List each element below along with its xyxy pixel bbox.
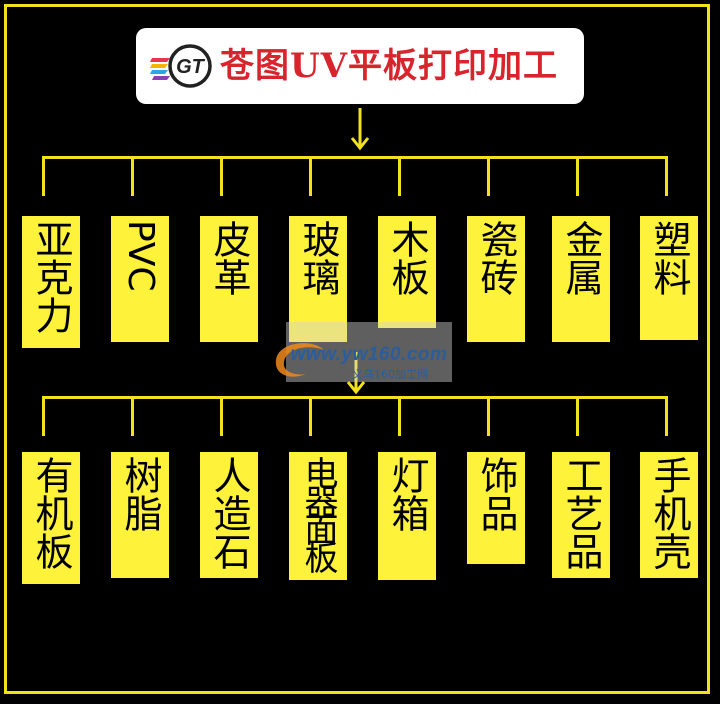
down-arrow-icon — [350, 108, 370, 151]
row2-tick — [398, 396, 401, 436]
row2-bus-line — [42, 396, 668, 399]
watermark: www.yw160.com 义乌160加工网 — [275, 322, 452, 382]
title-banner: GT 苍图UV平板打印加工 — [136, 28, 584, 104]
product-card-accessories: 饰品 — [467, 452, 525, 564]
product-card-appliance-panel: 电器面板 — [289, 452, 347, 580]
row1-tick — [220, 156, 223, 196]
row1-tick — [487, 156, 490, 196]
watermark-url: www.yw160.com — [290, 344, 448, 365]
row2-tick — [42, 396, 45, 436]
material-card-acrylic: 亚克力 — [22, 216, 80, 348]
outer-frame — [4, 4, 710, 694]
page-title: 苍图UV平板打印加工 — [220, 46, 559, 86]
row2-tick — [309, 396, 312, 436]
row1-tick — [576, 156, 579, 196]
row2-tick — [576, 396, 579, 436]
down-arrow-icon — [346, 352, 366, 395]
product-card-phone-case: 手机壳 — [640, 452, 698, 578]
product-card-artificial-stone: 人造石 — [200, 452, 258, 578]
material-card-plastic: 塑料 — [640, 216, 698, 340]
product-card-handicrafts: 工艺品 — [552, 452, 610, 578]
material-card-pvc: PVC — [111, 216, 169, 342]
row1-tick — [131, 156, 134, 196]
row2-tick — [487, 396, 490, 436]
logo-text: GT — [176, 56, 206, 78]
swoosh-icon — [275, 343, 324, 377]
material-card-metal: 金属 — [552, 216, 610, 342]
product-card-organic-board: 有机板 — [22, 452, 80, 584]
row2-tick — [665, 396, 668, 436]
material-card-wood: 木板 — [378, 216, 436, 328]
row1-tick — [42, 156, 45, 196]
row1-tick — [398, 156, 401, 196]
row1-tick — [309, 156, 312, 196]
material-card-glass: 玻璃 — [289, 216, 347, 342]
watermark-subtitle: 义乌160加工网 — [352, 368, 428, 381]
material-card-leather: 皮革 — [200, 216, 258, 342]
material-card-tile: 瓷砖 — [467, 216, 525, 342]
row2-tick — [220, 396, 223, 436]
row1-bus-line — [42, 156, 668, 159]
product-card-light-box: 灯箱 — [378, 452, 436, 580]
row1-tick — [665, 156, 668, 196]
gt-logo-icon: GT — [150, 44, 212, 88]
row2-tick — [131, 396, 134, 436]
product-card-resin: 树脂 — [111, 452, 169, 578]
